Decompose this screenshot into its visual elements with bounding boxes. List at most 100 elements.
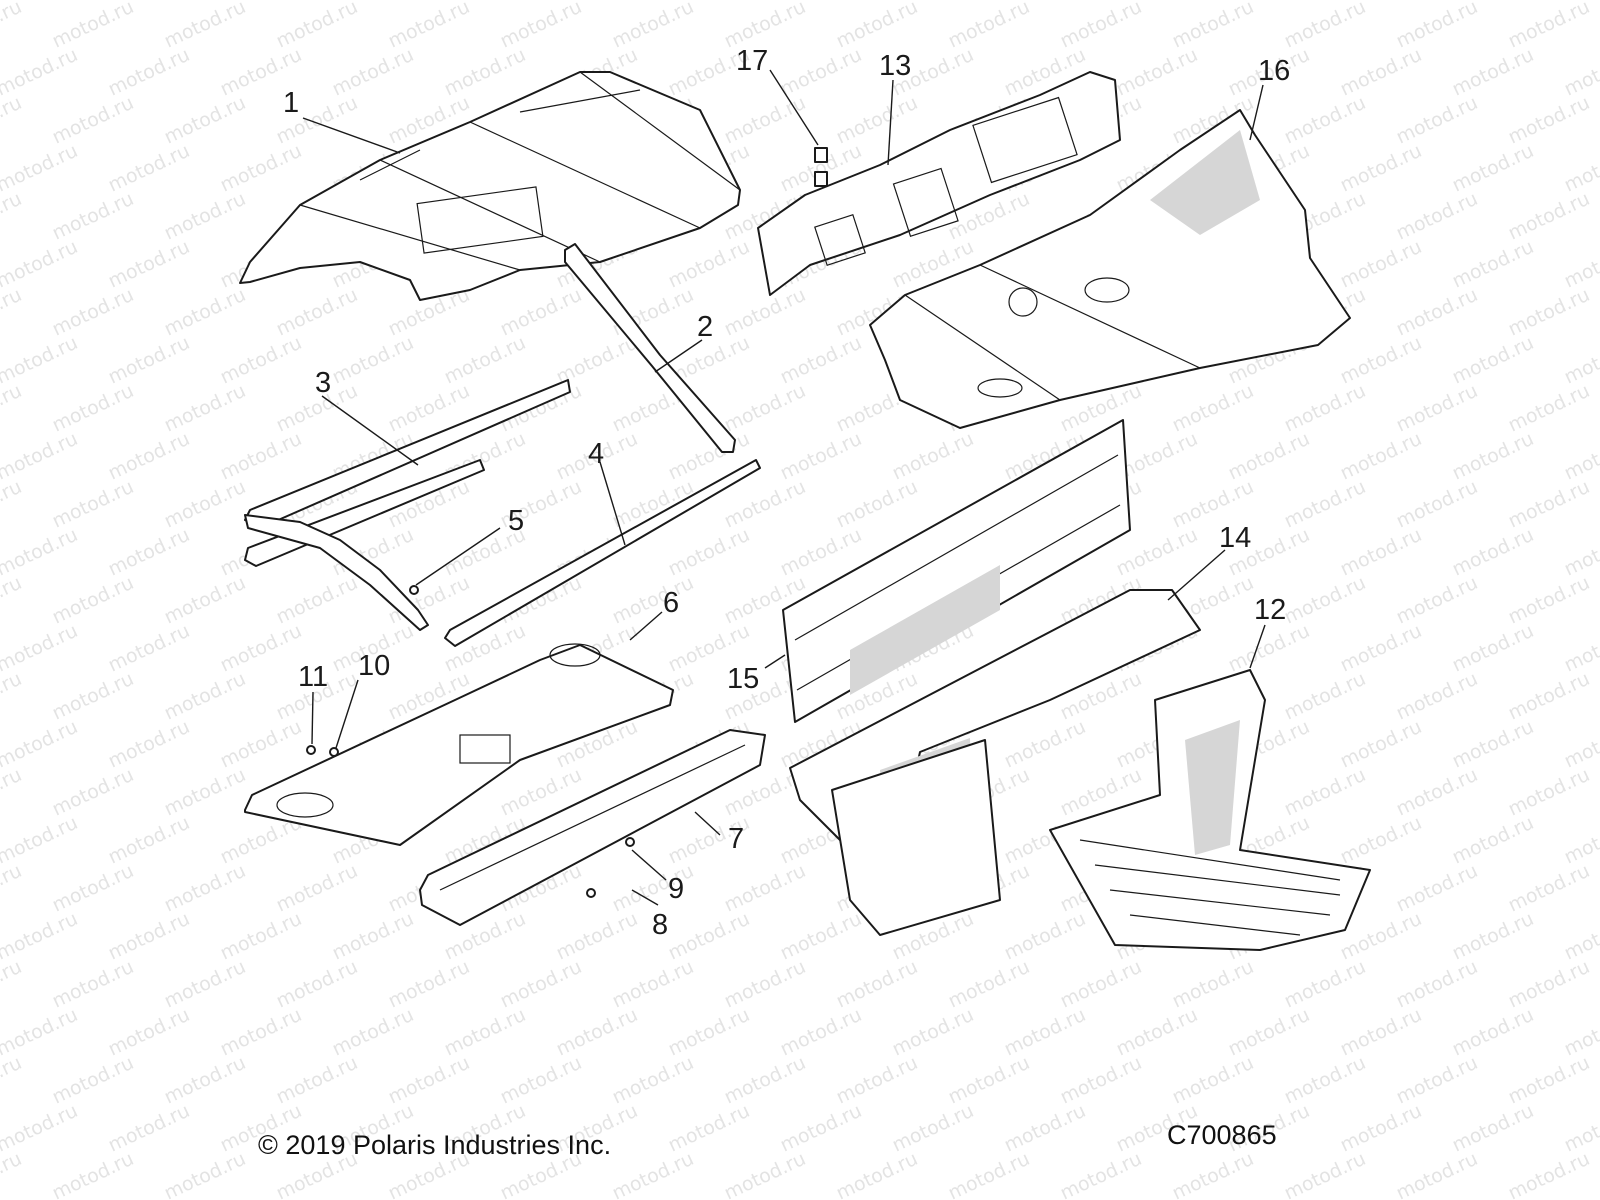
watermark-text: motod.ru	[1057, 0, 1145, 53]
watermark-text: motod.ru	[665, 1100, 753, 1157]
watermark-text: motod.ru	[665, 524, 753, 581]
watermark-text: motod.ru	[945, 1052, 1033, 1109]
watermark-text: motod.ru	[1449, 812, 1537, 869]
watermark-text: motod.ru	[1337, 524, 1425, 581]
watermark-text: motod.ru	[1113, 44, 1201, 101]
watermark-text: motod.ru	[497, 0, 585, 53]
watermark-text: motod.ru	[1057, 956, 1145, 1013]
callout-14: 14	[1219, 522, 1251, 554]
watermark-text: motod.ru	[1057, 1052, 1145, 1109]
watermark-text: motod.ru	[553, 908, 641, 965]
watermark-text: motod.ru	[273, 572, 361, 629]
callout-17: 17	[736, 45, 768, 77]
watermark-text: motod.ru	[1169, 0, 1257, 53]
floor-mat-part	[1049, 669, 1371, 951]
watermark-text: motod.ru	[1281, 92, 1369, 149]
watermark-text: motod.ru	[49, 956, 137, 1013]
watermark-text: motod.ru	[1561, 332, 1600, 389]
watermark-text: motod.ru	[273, 0, 361, 53]
watermark-text: motod.ru	[497, 1052, 585, 1109]
watermark-text: motod.ru	[0, 524, 81, 581]
callout-8: 8	[652, 909, 668, 941]
watermark-text: motod.ru	[945, 0, 1033, 53]
watermark-text: motod.ru	[49, 188, 137, 245]
lower-tub-part	[831, 739, 1001, 936]
watermark-text: motod.ru	[1449, 44, 1537, 101]
watermark-text: motod.ru	[833, 0, 921, 53]
watermark-text: motod.ru	[0, 236, 81, 293]
watermark-text: motod.ru	[0, 476, 25, 533]
watermark-text: motod.ru	[105, 716, 193, 773]
watermark-text: motod.ru	[721, 284, 809, 341]
callout-10: 10	[358, 650, 390, 682]
watermark-text: motod.ru	[1281, 1052, 1369, 1109]
watermark-text: motod.ru	[1337, 428, 1425, 485]
watermark-text: motod.ru	[1505, 476, 1593, 533]
watermark-text: motod.ru	[1505, 1052, 1593, 1109]
watermark-text: motod.ru	[777, 1004, 865, 1061]
watermark-text: motod.ru	[1393, 188, 1481, 245]
watermark-text: motod.ru	[273, 284, 361, 341]
fasteners-part	[306, 585, 635, 898]
watermark-text: motod.ru	[1505, 1148, 1593, 1200]
callout-1: 1	[283, 87, 299, 119]
watermark-text: motod.ru	[105, 236, 193, 293]
watermark-text: motod.ru	[721, 860, 809, 917]
watermark-text: motod.ru	[441, 44, 529, 101]
watermark-text: motod.ru	[217, 620, 305, 677]
watermark-text: motod.ru	[0, 332, 81, 389]
watermark-text: motod.ru	[777, 332, 865, 389]
watermark-text: motod.ru	[1505, 764, 1593, 821]
watermark-text: motod.ru	[1505, 0, 1593, 53]
watermark-text: motod.ru	[1113, 1004, 1201, 1061]
watermark-text: motod.ru	[105, 812, 193, 869]
watermark-text: motod.ru	[1505, 284, 1593, 341]
watermark-text: motod.ru	[497, 284, 585, 341]
watermark-text: motod.ru	[49, 668, 137, 725]
watermark-text: motod.ru	[1393, 1148, 1481, 1200]
watermark-text: motod.ru	[665, 236, 753, 293]
watermark-text: motod.ru	[1393, 476, 1481, 533]
watermark-text: motod.ru	[105, 620, 193, 677]
watermark-text: motod.ru	[777, 428, 865, 485]
watermark-text: motod.ru	[1393, 0, 1481, 53]
callout-13: 13	[879, 50, 911, 82]
roof-part	[239, 71, 741, 301]
watermark-text: motod.ru	[1281, 0, 1369, 53]
watermark-text: motod.ru	[1449, 1100, 1537, 1157]
watermark-text: motod.ru	[777, 908, 865, 965]
watermark-text: motod.ru	[1505, 188, 1593, 245]
watermark-text: motod.ru	[385, 956, 473, 1013]
watermark-text: motod.ru	[1393, 1052, 1481, 1109]
seal-strip-part	[444, 459, 761, 647]
watermark-text: motod.ru	[1449, 620, 1537, 677]
watermark-text: motod.ru	[833, 476, 921, 533]
callout-4: 4	[588, 438, 604, 470]
callout-12: 12	[1254, 594, 1286, 626]
watermark-text: motod.ru	[161, 0, 249, 53]
watermark-text: motod.ru	[0, 92, 25, 149]
watermark-text: motod.ru	[0, 1004, 81, 1061]
roof-bow-part	[244, 514, 429, 631]
watermark-text: motod.ru	[0, 0, 25, 53]
watermark-text: motod.ru	[1337, 716, 1425, 773]
watermark-text: motod.ru	[1561, 140, 1600, 197]
watermark-text: motod.ru	[1393, 764, 1481, 821]
rear-bulkhead-part	[782, 419, 1131, 723]
watermark-text: motod.ru	[1561, 524, 1600, 581]
watermark-text: motod.ru	[1505, 956, 1593, 1013]
watermark-text: motod.ru	[385, 0, 473, 53]
watermark-text: motod.ru	[553, 1004, 641, 1061]
watermark-text: motod.ru	[161, 1052, 249, 1109]
watermark-text: motod.ru	[161, 92, 249, 149]
watermark-text: motod.ru	[105, 524, 193, 581]
watermark-text: motod.ru	[105, 332, 193, 389]
watermark-text: motod.ru	[1393, 572, 1481, 629]
watermark-text: motod.ru	[665, 908, 753, 965]
watermark-text: motod.ru	[1449, 428, 1537, 485]
watermark-text: motod.ru	[1001, 1004, 1089, 1061]
watermark-text: motod.ru	[1561, 1100, 1600, 1157]
watermark-text: motod.ru	[1001, 1100, 1089, 1157]
watermark-text: motod.ru	[1449, 236, 1537, 293]
